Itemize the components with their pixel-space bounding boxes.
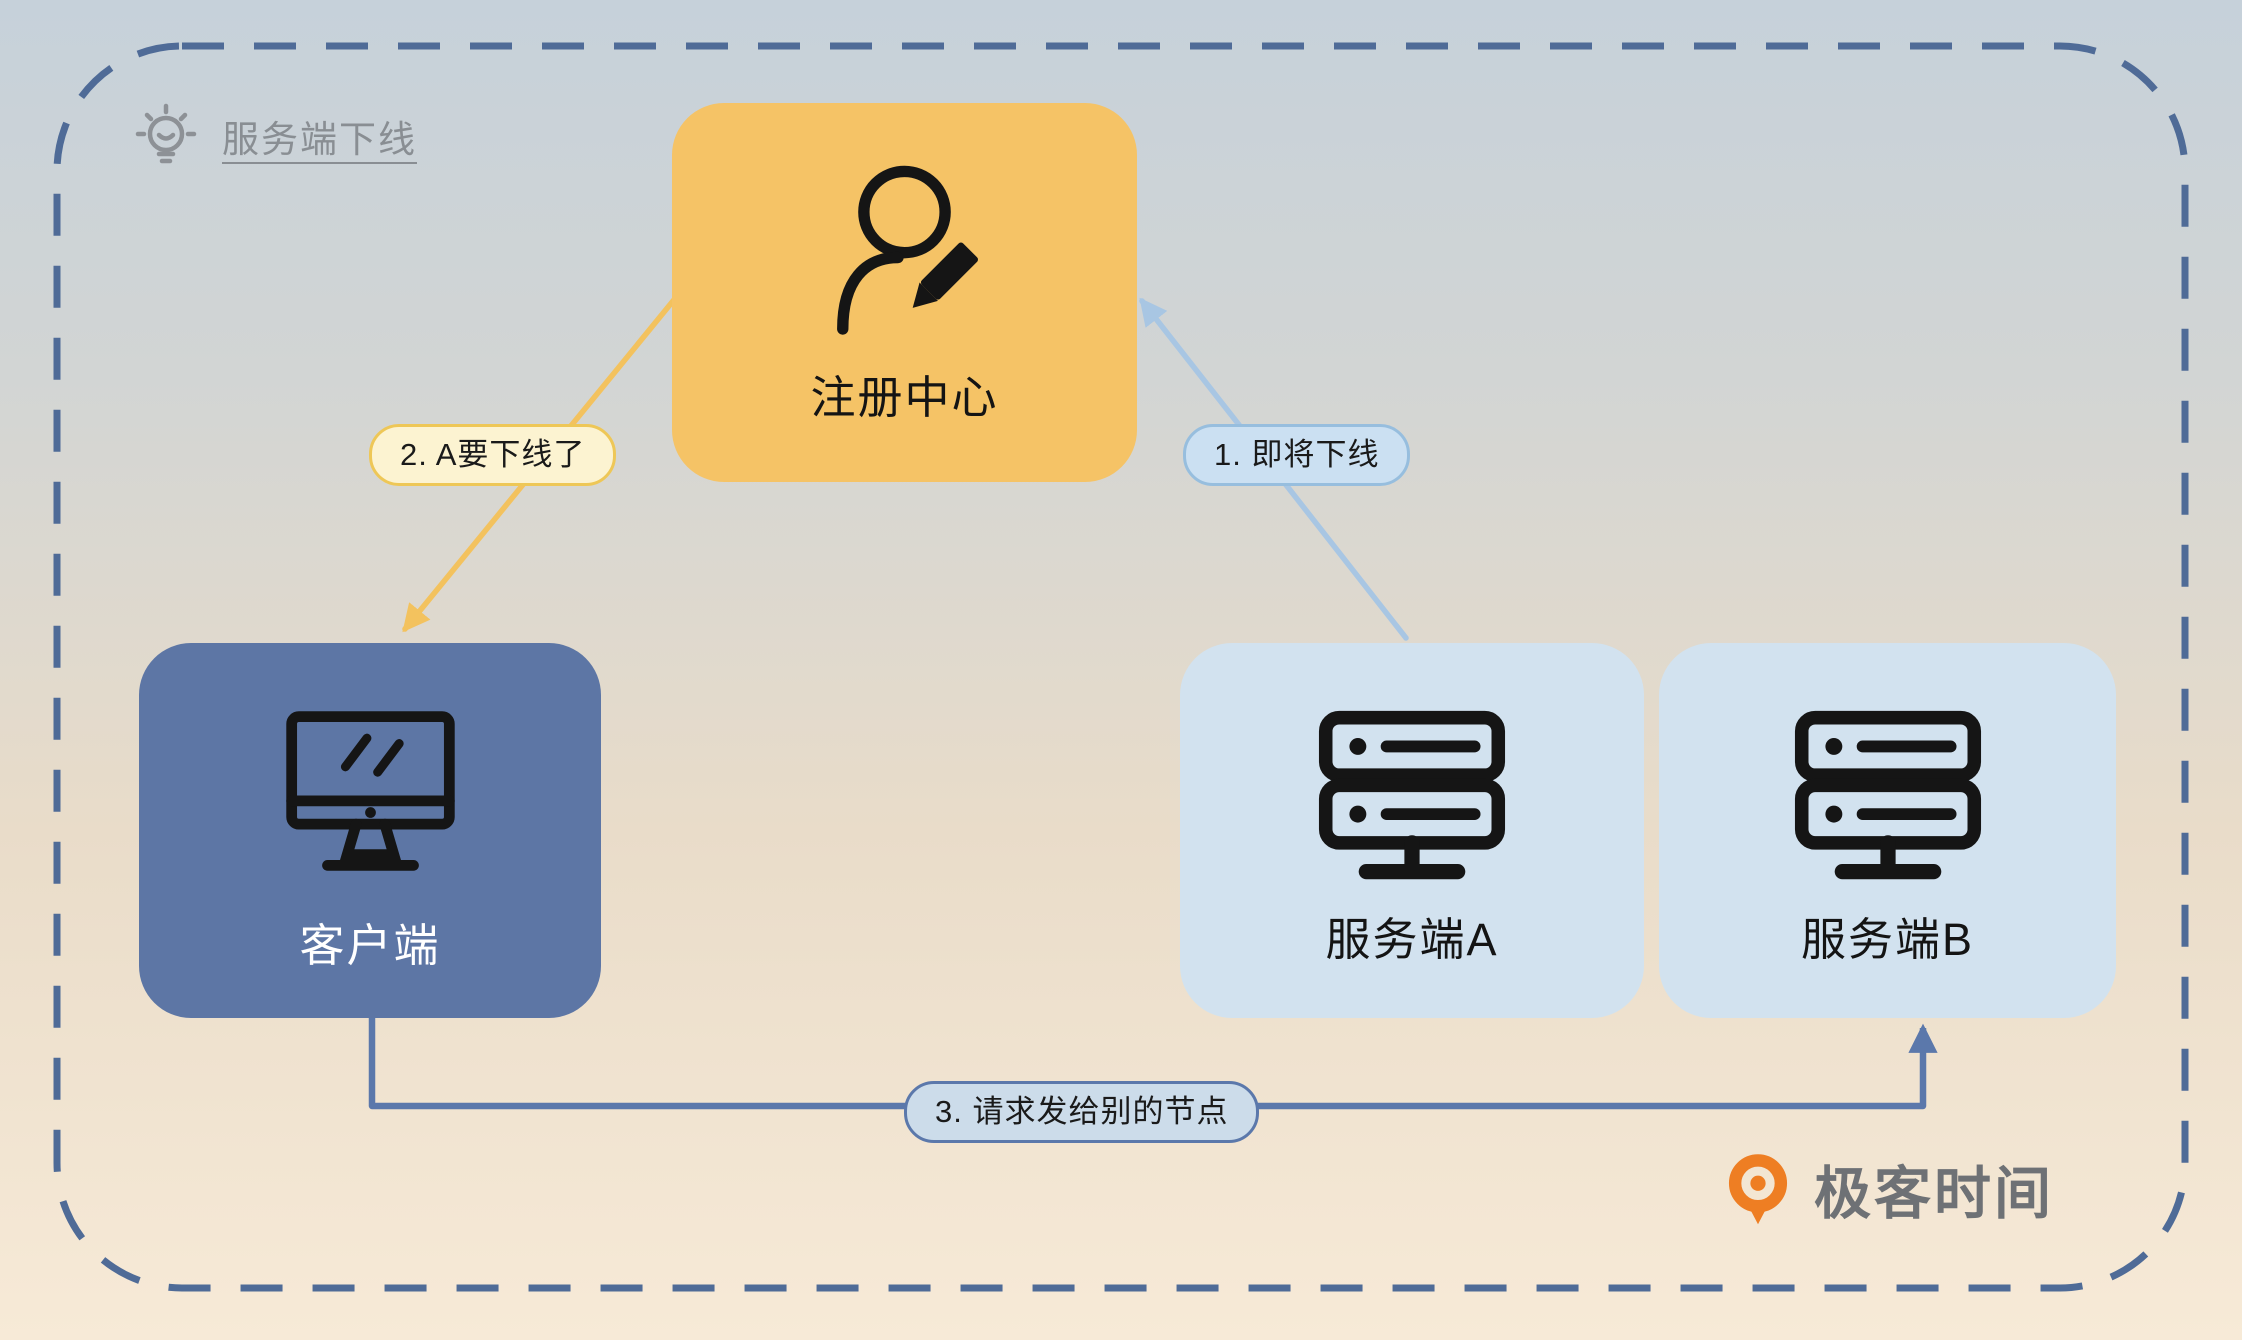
node-server-b: 服务端B: [1659, 643, 2116, 1018]
lightbulb-icon: [135, 103, 197, 164]
node-registry-label: 注册中心: [810, 371, 999, 423]
brand-watermark: 极客时间: [1718, 1148, 2054, 1230]
server-icon: [1794, 710, 1981, 879]
brand-text: 极客时间: [1814, 1162, 2054, 1226]
edge-2-label: 2. A要下线了: [369, 424, 617, 486]
edge-3-label: 3. 请求发给别的节点: [904, 1081, 1260, 1143]
node-server-b-label: 服务端B: [1800, 913, 1974, 965]
node-client: 客户端: [139, 643, 601, 1018]
desktop-icon: [285, 710, 455, 871]
node-client-label: 客户端: [299, 919, 441, 971]
geektime-logo: [1728, 1154, 1788, 1225]
node-server-a: 服务端A: [1180, 643, 1644, 1018]
diagram-title: 服务端下线: [222, 119, 417, 160]
diagram-header: 服务端下线: [128, 98, 417, 174]
edge-1-label: 1. 即将下线: [1183, 424, 1411, 486]
node-server-a-label: 服务端A: [1325, 913, 1499, 965]
person-edit-icon: [837, 165, 978, 335]
dashed-frame: [53, 42, 2189, 1292]
server-icon: [1318, 710, 1506, 879]
node-registry: 注册中心: [672, 103, 1137, 482]
